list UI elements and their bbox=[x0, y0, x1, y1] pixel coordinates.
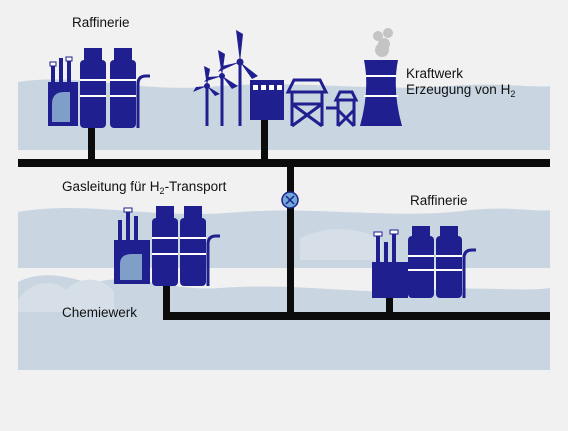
refinery-right-building bbox=[372, 226, 476, 298]
label-gas-line: Gasleitung für H2-Transport bbox=[62, 179, 227, 196]
label-power-plant-line2: Erzeugung von H bbox=[406, 82, 511, 97]
cooling-tower-icon bbox=[360, 28, 402, 126]
wind-turbine-icon bbox=[193, 30, 258, 126]
landscape-band-bottom bbox=[18, 275, 550, 370]
pipeline-refinery-right-feed bbox=[386, 296, 393, 316]
label-refinery-top-text: Raffinerie bbox=[72, 15, 130, 30]
pipeline-network bbox=[18, 118, 550, 320]
label-gas-line-prefix: Gasleitung für H bbox=[62, 179, 160, 194]
label-gas-line-h2-sub: 2 bbox=[159, 186, 165, 196]
pipeline-main-horizontal bbox=[18, 159, 550, 167]
hill-middle-right bbox=[300, 229, 382, 260]
pipeline-refinery-top-feed bbox=[88, 126, 95, 162]
pipeline-vertical-trunk bbox=[287, 160, 294, 318]
label-power-plant-h2-sub: 2 bbox=[510, 89, 516, 99]
label-refinery-top: Raffinerie bbox=[72, 15, 130, 31]
refinery-top-building bbox=[48, 48, 150, 128]
pipeline-lower-horizontal bbox=[163, 312, 550, 320]
label-power-plant-line1: Kraftwerk bbox=[406, 66, 464, 81]
landscape-band-middle bbox=[18, 208, 550, 268]
h2-valve-icon bbox=[281, 191, 299, 209]
label-refinery-right-text: Raffinerie bbox=[410, 193, 468, 208]
label-chemical-plant: Chemiewerk bbox=[62, 305, 137, 321]
label-gas-line-suffix: -Transport bbox=[164, 179, 227, 194]
electrolyser-structures bbox=[285, 78, 359, 128]
control-building bbox=[250, 80, 284, 120]
hill-lower-left bbox=[18, 279, 114, 312]
pipeline-chemical-feed bbox=[163, 280, 170, 318]
chemical-plant-building bbox=[114, 206, 220, 286]
label-refinery-right: Raffinerie bbox=[410, 193, 468, 209]
label-chemical-plant-text: Chemiewerk bbox=[62, 305, 138, 320]
pipeline-powerplant-feed bbox=[261, 118, 268, 162]
label-power-plant: Kraftwerk Erzeugung von H2 bbox=[406, 66, 516, 99]
